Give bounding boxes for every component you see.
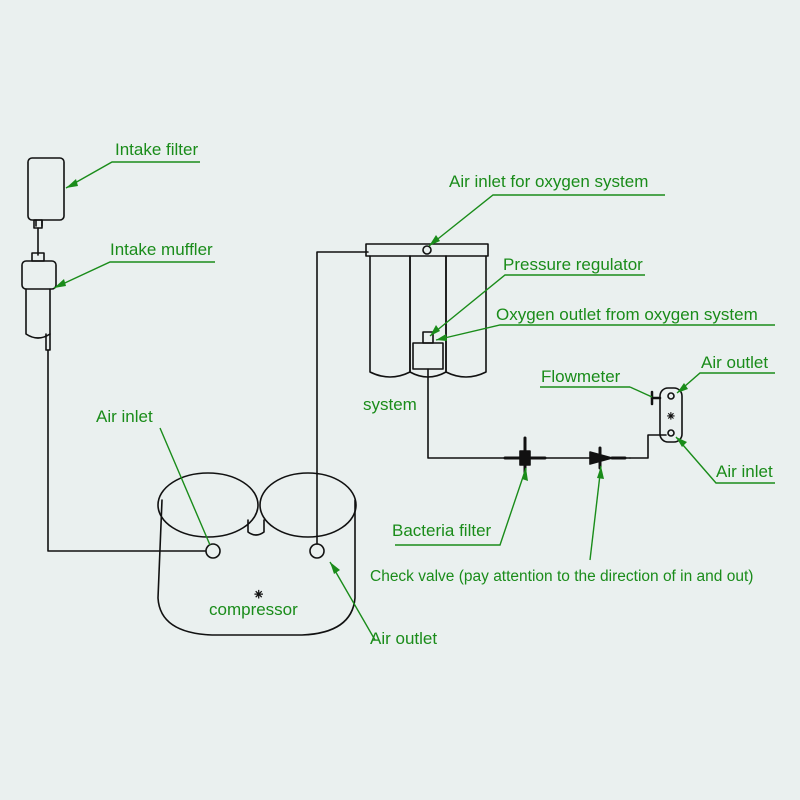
arrowhead-air-inlet-flowmeter bbox=[676, 437, 687, 447]
arrowhead-intake-filter bbox=[66, 179, 78, 188]
leader-air-outlet-flowmeter bbox=[676, 372, 775, 394]
intake-muffler-head bbox=[21, 260, 57, 290]
flowmeter-label: Flowmeter bbox=[541, 367, 621, 386]
oxygen-inlet-port bbox=[422, 245, 432, 255]
intake-filter-body bbox=[27, 157, 65, 221]
intake-muffler-body bbox=[25, 288, 51, 339]
pressure-regulator-label: Pressure regulator bbox=[503, 255, 643, 274]
leader-intake-muffler bbox=[53, 261, 215, 289]
intake-filter-label: Intake filter bbox=[115, 140, 199, 159]
compressor-to-oxygen-pipe bbox=[316, 251, 369, 545]
check-valve-to-flowmeter-pipe bbox=[629, 434, 667, 459]
compressor-left-dome bbox=[157, 472, 259, 538]
oxygen-tank-middle bbox=[409, 255, 447, 378]
flowmeter-air-inlet-port bbox=[667, 429, 675, 437]
compressor-air-outlet-port bbox=[309, 543, 325, 559]
bacteria-filter-label: Bacteria filter bbox=[392, 521, 492, 540]
air-outlet-compressor-label: Air outlet bbox=[370, 629, 438, 648]
compressor-coupling bbox=[247, 519, 265, 536]
flowmeter-air-outlet-port bbox=[667, 392, 675, 400]
leader-intake-filter bbox=[65, 161, 200, 189]
arrowhead-air-outlet-compressor bbox=[330, 562, 340, 574]
flowmeter-symbol: ⁕ bbox=[665, 408, 677, 424]
leader-oxygen-outlet bbox=[435, 324, 775, 341]
arrowhead-oxygen-outlet bbox=[436, 334, 447, 341]
muffler-to-compressor-pipe bbox=[47, 349, 206, 552]
oxygen-system-top bbox=[365, 243, 489, 257]
compressor-right-dome bbox=[259, 472, 357, 538]
oxygen-outlet-pipe bbox=[427, 368, 506, 459]
leader-bacteria-filter bbox=[395, 467, 527, 546]
air-inlet-flowmeter-label: Air inlet bbox=[716, 462, 773, 481]
system-label: system bbox=[363, 395, 417, 414]
arrowhead-air-outlet-flowmeter bbox=[677, 383, 688, 393]
compressor-label: compressor bbox=[209, 600, 298, 619]
oxygen-tank-right bbox=[445, 255, 487, 378]
oxygen-tank-left bbox=[369, 255, 411, 378]
arrowhead-check-valve bbox=[597, 466, 604, 479]
leader-air-inlet-flowmeter bbox=[675, 436, 775, 484]
arrowhead-pressure-regulator bbox=[430, 325, 440, 336]
air-outlet-flowmeter-label: Air outlet bbox=[701, 353, 769, 372]
compressor-housing bbox=[157, 499, 356, 636]
compressor-symbol: ⁕ bbox=[252, 587, 266, 604]
leader-check-valve bbox=[589, 465, 602, 561]
pressure-regulator-stem bbox=[422, 331, 434, 344]
check-valve-label: Check valve (pay attention to the direct… bbox=[370, 568, 754, 585]
compressor-air-inlet-port bbox=[205, 543, 221, 559]
leader-air-outlet-compressor bbox=[329, 561, 376, 641]
leader-air-inlet-compressor bbox=[159, 427, 211, 546]
air-inlet-compressor-label: Air inlet bbox=[96, 407, 153, 426]
intake-muffler-label: Intake muffler bbox=[110, 240, 213, 259]
leader-pressure-regulator bbox=[429, 274, 645, 337]
arrowhead-intake-muffler bbox=[54, 279, 66, 288]
pressure-regulator-box bbox=[412, 342, 444, 370]
arrowhead-air-inlet-oxygen bbox=[429, 235, 440, 246]
leader-air-inlet-oxygen bbox=[428, 194, 665, 247]
air-inlet-oxygen-label: Air inlet for oxygen system bbox=[449, 172, 649, 191]
oxygen-outlet-label: Oxygen outlet from oxygen system bbox=[496, 305, 758, 324]
arrowhead-bacteria-filter bbox=[522, 468, 528, 481]
flowmeter-body bbox=[659, 387, 683, 443]
